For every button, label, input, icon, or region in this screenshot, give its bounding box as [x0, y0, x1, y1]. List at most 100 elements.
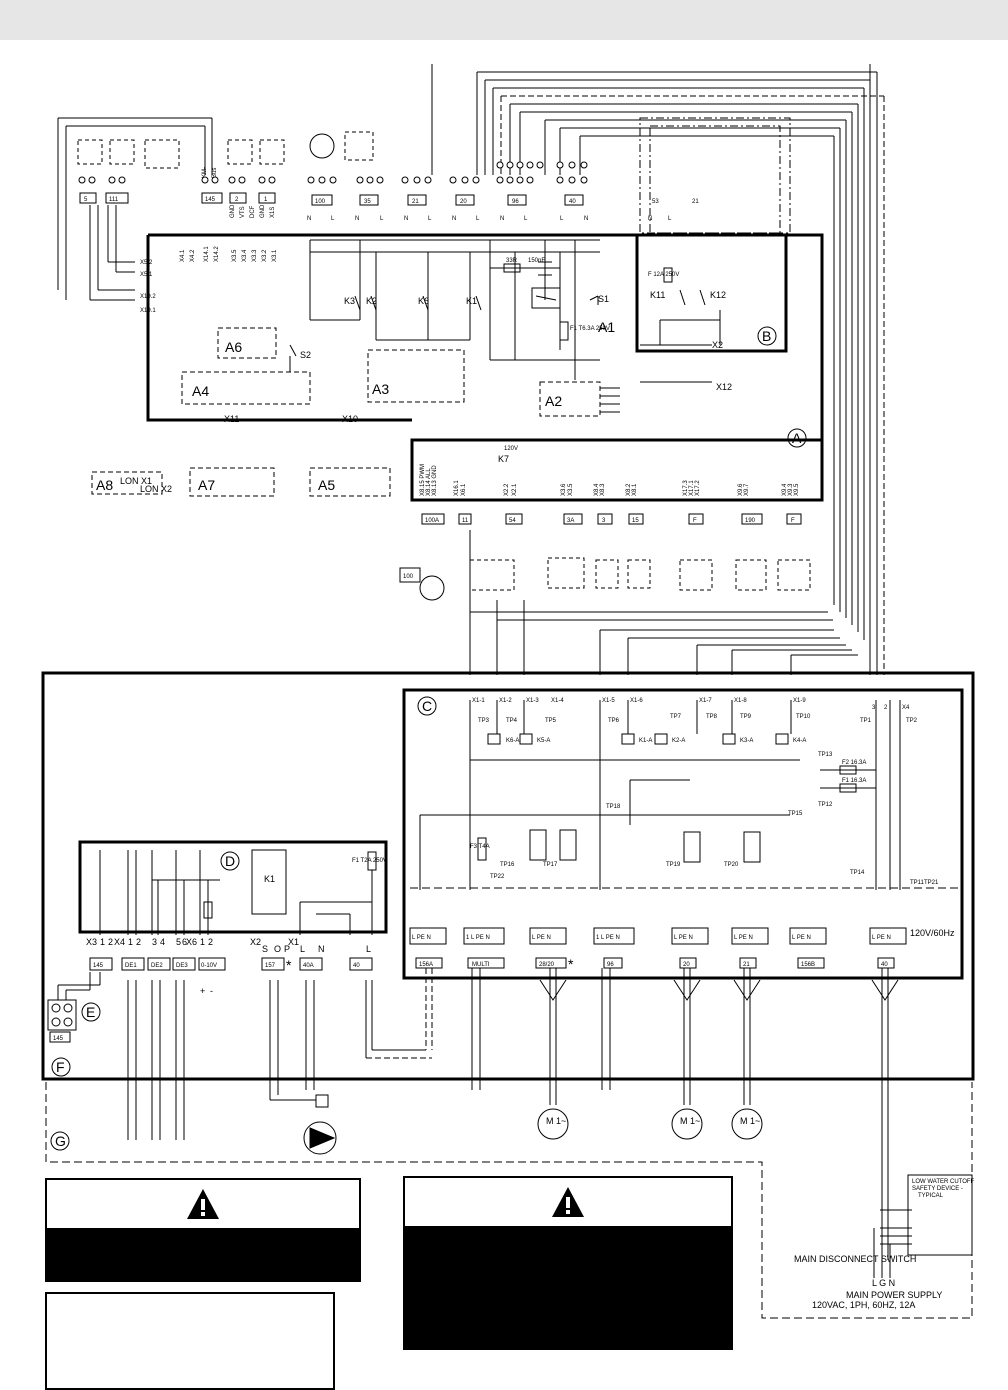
top-banner	[0, 0, 1008, 40]
supply-voltage-label: 120V/60Hz	[910, 928, 955, 938]
plug-label: 1	[264, 197, 268, 203]
testpoint-label: TP22	[490, 874, 505, 880]
connector-x11-label: X11	[224, 414, 239, 424]
module-a4-label: A4	[192, 383, 209, 399]
testpoint-label: TP11	[910, 880, 925, 886]
plug-label: 21	[412, 199, 419, 205]
connector-label: X3.4	[242, 249, 248, 262]
warning-body	[47, 1228, 359, 1280]
plug-label: 40	[569, 199, 576, 205]
connector-x2-label: X2	[712, 340, 723, 350]
plug-label: 5	[84, 197, 88, 203]
d-plug-label: DE2	[151, 963, 163, 969]
d-pin: L	[300, 944, 305, 954]
d-term: 6	[182, 937, 187, 947]
module-a7-label: A7	[198, 477, 215, 493]
relay-k6-label: K6	[418, 296, 429, 306]
d-plug-label: 40A	[303, 963, 314, 969]
c-top-term: X4	[902, 705, 910, 711]
d-misc: -	[210, 986, 213, 996]
board-g-marker: G	[55, 1133, 66, 1149]
fuse-f2-label: F2 16.3A	[842, 760, 866, 766]
pin-label: L	[331, 216, 335, 222]
warning-header	[47, 1180, 359, 1228]
plug-label: F	[791, 518, 795, 524]
connector-label: X3.1	[272, 249, 278, 262]
relay-k3-label: K3	[344, 296, 355, 306]
warning-body	[405, 1226, 731, 1348]
fuse-f3-label: F3 T4A	[470, 844, 490, 850]
lon-x2-label: LON X2	[140, 484, 172, 494]
testpoint-label: TP14	[850, 870, 865, 876]
pin-label: N	[648, 216, 652, 222]
c-output-label: 156A	[419, 962, 433, 968]
board-a-marker: A	[792, 430, 802, 446]
module-a5-label: A5	[318, 477, 335, 493]
d-term: X4	[114, 937, 125, 947]
connector-label: X4.1	[180, 249, 186, 262]
connector-label: Bus	[212, 168, 218, 178]
c-out-pins: L PE N	[734, 935, 753, 941]
plug-label: 100	[315, 199, 326, 205]
c-relay-label: K6-A	[506, 738, 519, 744]
pin-label: N	[500, 216, 504, 222]
fuse-d-label: F1 T2A 250V	[352, 858, 387, 864]
d-term: 3	[152, 937, 157, 947]
plug-label: 2	[235, 197, 239, 203]
motor-icon: M 1~	[546, 1116, 566, 1126]
c-input-label: X1-6	[630, 698, 643, 704]
board-b-marker: B	[762, 328, 771, 344]
d-plug-label: 40	[353, 963, 360, 969]
fuse-f1-label: F1 16.3A	[842, 778, 866, 784]
connector-x52-label: X5.2	[140, 260, 153, 266]
testpoint-label: TP17	[543, 862, 558, 868]
asterisk-marker: *	[286, 957, 292, 973]
d-term: 2	[208, 937, 213, 947]
pin-label: N	[584, 216, 588, 222]
d-pin: N	[318, 944, 325, 954]
d-term: 1	[100, 937, 105, 947]
c-output-label: 21	[743, 962, 750, 968]
d-relay-k1-label: K1	[264, 874, 275, 884]
connector-label: X3.5	[232, 249, 238, 262]
fuse-b-label: F 12A 250V	[648, 272, 679, 278]
connector-label: X1S	[270, 207, 276, 218]
module-a2-label: A2	[545, 393, 562, 409]
module-a6-label: A6	[225, 339, 242, 355]
pin-label: L	[560, 216, 564, 222]
motor-icon: M 1~	[740, 1116, 760, 1126]
plug-label: 53	[652, 199, 659, 205]
board-f-marker: F	[56, 1059, 65, 1075]
c-input-label: X1-7	[699, 698, 712, 704]
connector-label: X14.2	[214, 246, 220, 262]
pin-label: N	[404, 216, 408, 222]
d-term: 4	[160, 937, 165, 947]
plug-label: 190	[745, 518, 756, 524]
warning-header	[405, 1178, 731, 1226]
pin-label: N	[307, 216, 311, 222]
pin-label: N	[355, 216, 359, 222]
d-misc: X2	[250, 937, 261, 947]
connector-label: X9.4	[782, 483, 788, 496]
c-relay-label: K1-A	[639, 738, 652, 744]
testpoint-label: TP21	[924, 880, 939, 886]
fuse-a1-label: F1 T6.3A 250V	[570, 326, 610, 332]
lon-x1-label: LON X1	[120, 476, 152, 486]
connector-label: X3.2	[262, 249, 268, 262]
d-term: X6	[186, 937, 197, 947]
module-a8-label: A8	[96, 477, 113, 493]
connector-label: X9.7	[744, 483, 750, 496]
plug-label: 100A	[425, 518, 439, 524]
d-term: 1	[200, 937, 205, 947]
c-out-pins: L PE N	[872, 935, 891, 941]
connector-label: X2.2	[504, 483, 510, 496]
d-term: X3	[86, 937, 97, 947]
testpoint-label: TP15	[788, 811, 803, 817]
supply-label: MAIN POWER SUPPLY	[846, 1290, 942, 1300]
testpoint-label: TP7	[670, 714, 682, 720]
d-term: 5	[176, 937, 181, 947]
relay-k7-label: K7	[498, 454, 509, 464]
warning-triangle-icon	[187, 1189, 219, 1219]
pin-label: N	[452, 216, 456, 222]
c-top-term: 3	[872, 705, 876, 711]
